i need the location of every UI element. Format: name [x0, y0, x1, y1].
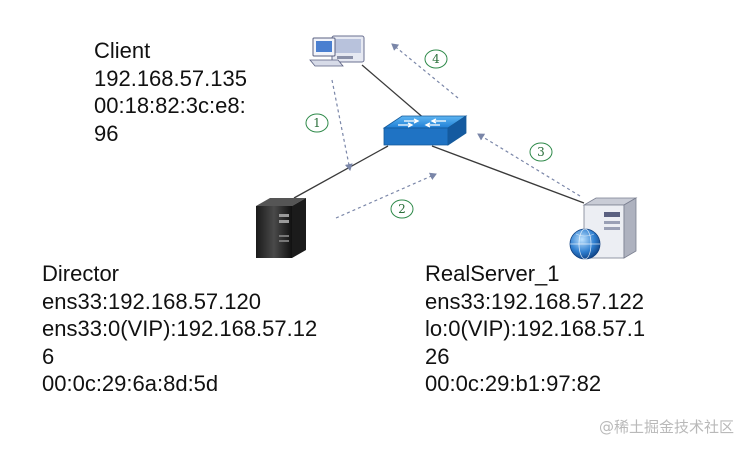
client-mac-part-1: 00:18:82:3c:e8:: [94, 93, 246, 119]
director-mac: 00:0c:29:6a:8d:5d: [42, 371, 219, 397]
director-title: Director: [42, 261, 120, 286]
director-ens33: ens33:192.168.57.120: [42, 288, 261, 314]
realserver-label: RealServer_1 ens33:192.168.57.122 lo:0(V…: [425, 260, 645, 398]
client-mac-part-2: 96: [94, 120, 119, 146]
step-number: 3: [537, 145, 545, 159]
web-server-icon: [569, 197, 638, 260]
flow-arrow-4: [391, 43, 459, 99]
director-label: Director ens33:192.168.57.120 ens33:0(VI…: [42, 260, 317, 398]
link-switch-director: [293, 145, 389, 199]
step-number: 1: [313, 116, 321, 130]
watermark: @稀土掘金技术社区: [598, 418, 734, 436]
realserver-ens33: ens33:192.168.57.122: [425, 288, 644, 314]
desktop-computer-icon: [309, 35, 365, 67]
client-ip: 192.168.57.135: [94, 65, 247, 91]
flow-arrow-3: [477, 133, 581, 197]
realserver-vip-part-1: lo:0(VIP):192.168.57.1: [425, 316, 646, 342]
step-number: 2: [398, 202, 406, 216]
step-badge-2: 2: [390, 199, 414, 219]
director-vip-part-2: 6: [42, 343, 55, 369]
step-number: 4: [432, 52, 440, 66]
realserver-vip-part-2: 26: [425, 343, 450, 369]
realserver-mac: 00:0c:29:b1:97:82: [425, 371, 602, 397]
flow-arrow-1: [331, 79, 353, 171]
network-switch-icon: [382, 115, 468, 146]
step-badge-3: 3: [529, 142, 553, 162]
step-badge-1: 1: [305, 113, 329, 133]
client-label: Client 192.168.57.135 00:18:82:3c:e8: 96: [94, 37, 247, 147]
director-vip-part-1: ens33:0(VIP):192.168.57.12: [42, 316, 318, 342]
client-title: Client: [94, 38, 151, 63]
server-tower-icon: [256, 198, 306, 258]
link-client-switch: [361, 64, 427, 121]
realserver-title: RealServer_1: [425, 261, 560, 286]
link-switch-realserver: [431, 145, 585, 204]
flow-arrow-2: [335, 172, 437, 219]
step-badge-4: 4: [424, 49, 448, 69]
